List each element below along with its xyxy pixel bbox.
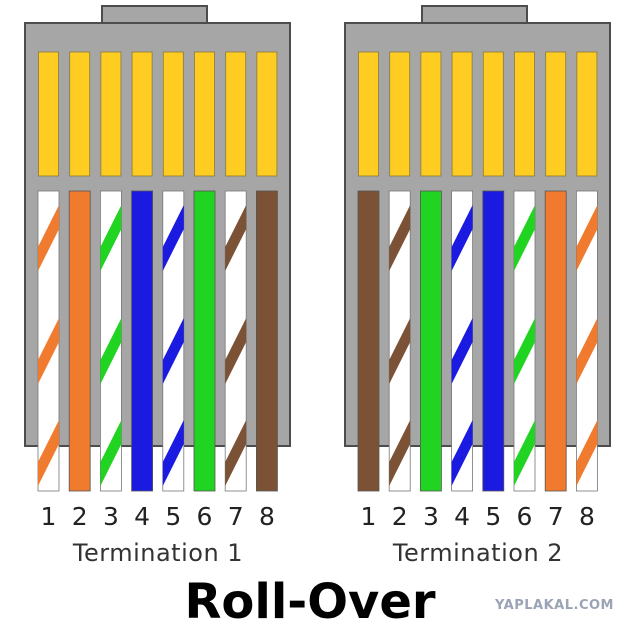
wire-stripe xyxy=(162,205,184,271)
pin-contact xyxy=(131,51,153,177)
pin-contact xyxy=(482,51,504,177)
pin-number: 2 xyxy=(72,502,88,531)
wire-stripe xyxy=(389,205,411,271)
pin-number: 4 xyxy=(134,502,150,531)
pin-number: 8 xyxy=(579,502,595,531)
wire-orange xyxy=(544,190,567,492)
watermark: YAPLAKAL.COM xyxy=(495,598,614,613)
pin-number: 1 xyxy=(41,502,57,531)
wire-stripe xyxy=(514,420,535,486)
wire-stripe xyxy=(100,318,122,384)
wire-stripe xyxy=(576,420,598,486)
pin-number: 5 xyxy=(485,502,501,531)
pin-number: 1 xyxy=(361,502,377,531)
pin-contact xyxy=(389,51,411,177)
pin-contact xyxy=(256,51,278,177)
pin-number: 7 xyxy=(548,502,564,531)
pin-contact xyxy=(225,51,247,177)
pin-contact xyxy=(38,51,59,177)
wire-stripe xyxy=(38,205,59,271)
wire-stripe xyxy=(451,205,473,271)
pin-number: 7 xyxy=(228,502,244,531)
termination-label: Termination 2 xyxy=(392,539,563,567)
wire-stripe xyxy=(514,205,535,271)
wire-stripe xyxy=(451,318,473,384)
pin-contact xyxy=(514,51,535,177)
wire-stripe xyxy=(389,318,411,384)
connector-body xyxy=(344,22,611,447)
pin-number: 8 xyxy=(259,502,275,531)
pin-contact xyxy=(100,51,122,177)
wire-stripe xyxy=(100,420,122,486)
wire-stripe xyxy=(100,205,122,271)
pin-number: 3 xyxy=(103,502,119,531)
wire-stripe xyxy=(225,205,247,271)
wire-blue xyxy=(131,190,154,492)
pin-number: 6 xyxy=(517,502,533,531)
pin-contact xyxy=(69,51,91,177)
pin-contact xyxy=(194,51,215,177)
wire-stripe xyxy=(451,420,473,486)
wire-blue xyxy=(482,190,505,492)
wire-stripe xyxy=(514,318,535,384)
pin-number: 4 xyxy=(454,502,470,531)
wire-stripe xyxy=(389,420,411,486)
pin-contact xyxy=(545,51,567,177)
diagram-title: Roll-Over xyxy=(184,574,436,630)
pin-number: 6 xyxy=(197,502,213,531)
wire-stripe xyxy=(576,318,598,384)
connector-body xyxy=(24,22,291,447)
pin-number: 2 xyxy=(392,502,408,531)
pin-contact xyxy=(358,51,379,177)
pin-contact xyxy=(420,51,442,177)
wire-green xyxy=(419,190,442,492)
wire-stripe xyxy=(162,318,184,384)
wire-stripe xyxy=(38,420,59,486)
pin-contact xyxy=(162,51,184,177)
wire-stripe xyxy=(576,205,598,271)
wire-stripe xyxy=(162,420,184,486)
wire-brown xyxy=(357,190,380,492)
wire-stripe xyxy=(225,318,247,384)
wire-orange xyxy=(68,190,91,492)
pin-number: 5 xyxy=(165,502,181,531)
wire-green xyxy=(193,190,216,492)
pin-contact xyxy=(451,51,473,177)
pin-number: 3 xyxy=(423,502,439,531)
wire-stripe xyxy=(38,318,59,384)
pin-contact xyxy=(576,51,598,177)
termination-label: Termination 1 xyxy=(72,539,243,567)
wire-brown xyxy=(255,190,278,492)
wire-stripe xyxy=(225,420,247,486)
